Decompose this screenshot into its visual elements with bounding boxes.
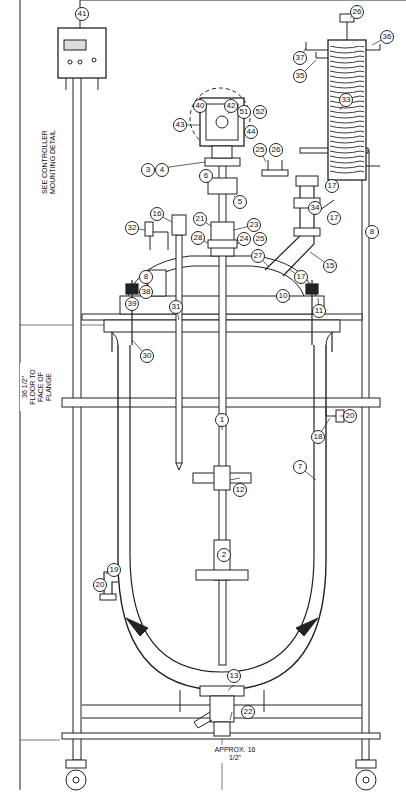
callout-number: 51 [237,105,251,119]
callout-number: 39 [125,297,139,311]
callout-number: 5 [233,195,247,209]
callout-number: 37 [293,51,307,65]
callout-number: 38 [139,285,153,299]
callout-number: 1 [215,413,229,427]
callout-number: 17 [325,179,339,193]
callout-number: 11 [312,304,326,318]
callout-number: 30 [140,349,154,363]
callout-number: 3 [141,163,155,177]
callout-number: 21 [193,212,207,226]
callout-number: 16 [150,207,164,221]
callout-number: 36 [380,30,394,44]
callout-number: 42 [224,99,238,113]
callout-number: 6 [199,169,213,183]
callout-number: 7 [293,460,307,474]
note-text: SEE CONTROLLER MOUNTING DETAIL [40,121,58,203]
callout-number: 40 [193,99,207,113]
callout-number: 17 [327,211,341,225]
callout-number: 43 [173,118,187,132]
callout-number: 18 [311,430,325,444]
callout-number: 34 [308,201,322,215]
callout-number: 10 [276,289,290,303]
callout-number: 25 [253,143,267,157]
callout-number: 33 [339,93,353,107]
callout-number: 25 [253,232,267,246]
callout-number: 31 [169,300,183,314]
callout-number: 52 [253,105,267,119]
callout-number: 4 [155,163,169,177]
callout-number: 17 [294,270,308,284]
callout-number: 2 [217,548,231,562]
note-text: 36 1/2" FLOOR TO FACE OF FLANGE [20,363,54,411]
callout-number: 23 [247,218,261,232]
callout-number: 41 [75,7,89,21]
callout-number: 32 [125,221,139,235]
callout-number: 13 [227,669,241,683]
callout-number: 20 [93,578,107,592]
callout-number: 44 [244,125,258,139]
callout-number: 27 [251,249,265,263]
callout-number: 35 [293,69,307,83]
note-text: APPROX. 16 1/2" [212,745,258,763]
callout-number: 22 [241,705,255,719]
callout-number: 8 [365,225,379,239]
callout-number: 28 [191,231,205,245]
callout-number: 12 [233,483,247,497]
callout-number: 26 [350,5,364,19]
callout-number: 15 [323,259,337,273]
callout-number: 19 [107,563,121,577]
callout-number: 8 [139,270,153,284]
callout-number: 26 [269,143,283,157]
callout-number: 20 [343,409,357,423]
callout-number: 24 [237,232,251,246]
